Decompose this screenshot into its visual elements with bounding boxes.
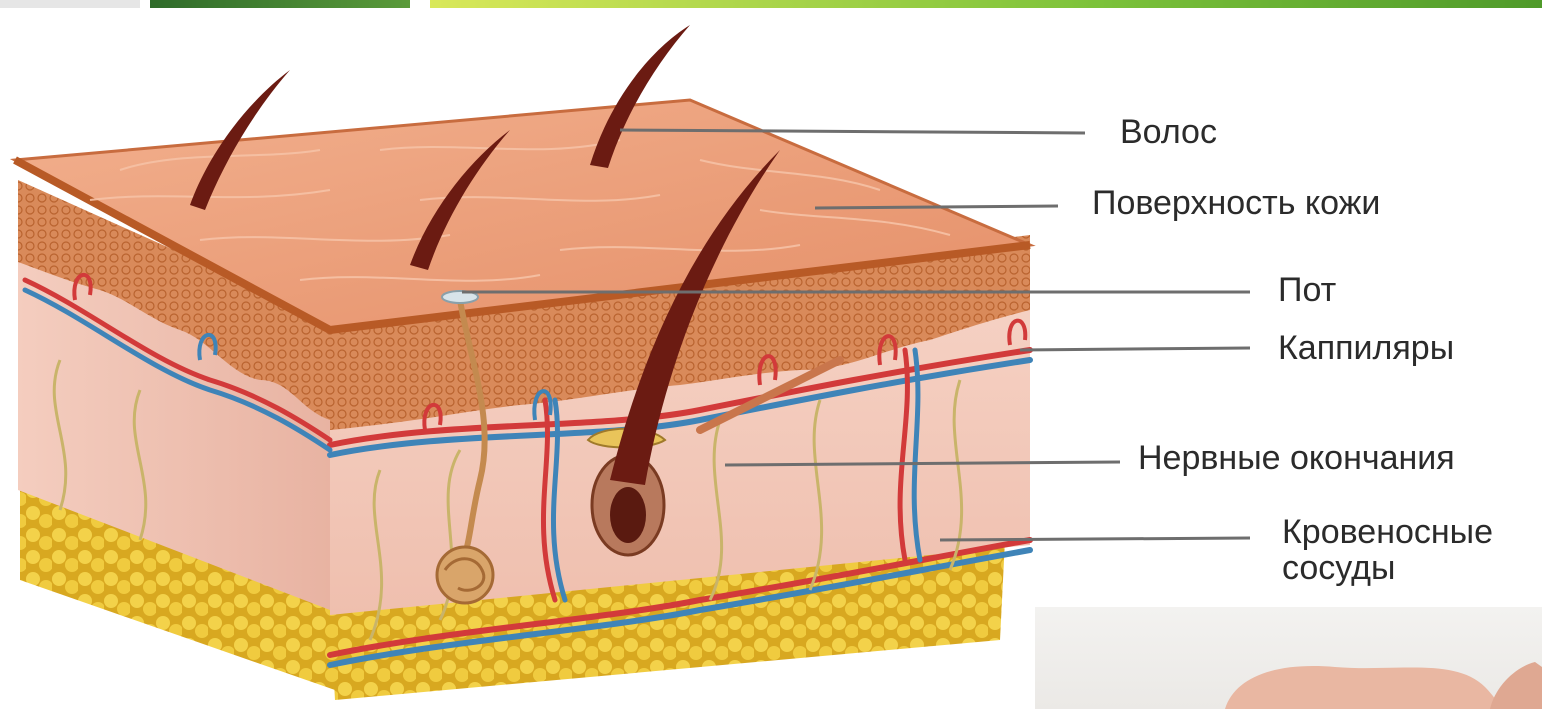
leader-line-surface	[815, 206, 1058, 208]
label-skin-surface: Поверхность кожи	[1092, 185, 1380, 221]
label-blood-vessels-line1: Кровеносные	[1282, 514, 1493, 550]
hand-photo-fragment	[1035, 607, 1542, 709]
label-blood-vessels-line2: сосуды	[1282, 550, 1493, 586]
leader-line-vessels	[940, 538, 1250, 540]
label-capillaries: Каппиляры	[1278, 330, 1454, 366]
label-nerve-endings: Нервные окончания	[1138, 440, 1455, 476]
corner-hand-photo	[1035, 607, 1542, 709]
label-blood-vessels: Кровеносные сосуды	[1282, 514, 1493, 586]
leader-line-capillaries	[1020, 348, 1250, 350]
label-hair: Волос	[1120, 114, 1217, 150]
label-sweat: Пот	[1278, 272, 1336, 308]
